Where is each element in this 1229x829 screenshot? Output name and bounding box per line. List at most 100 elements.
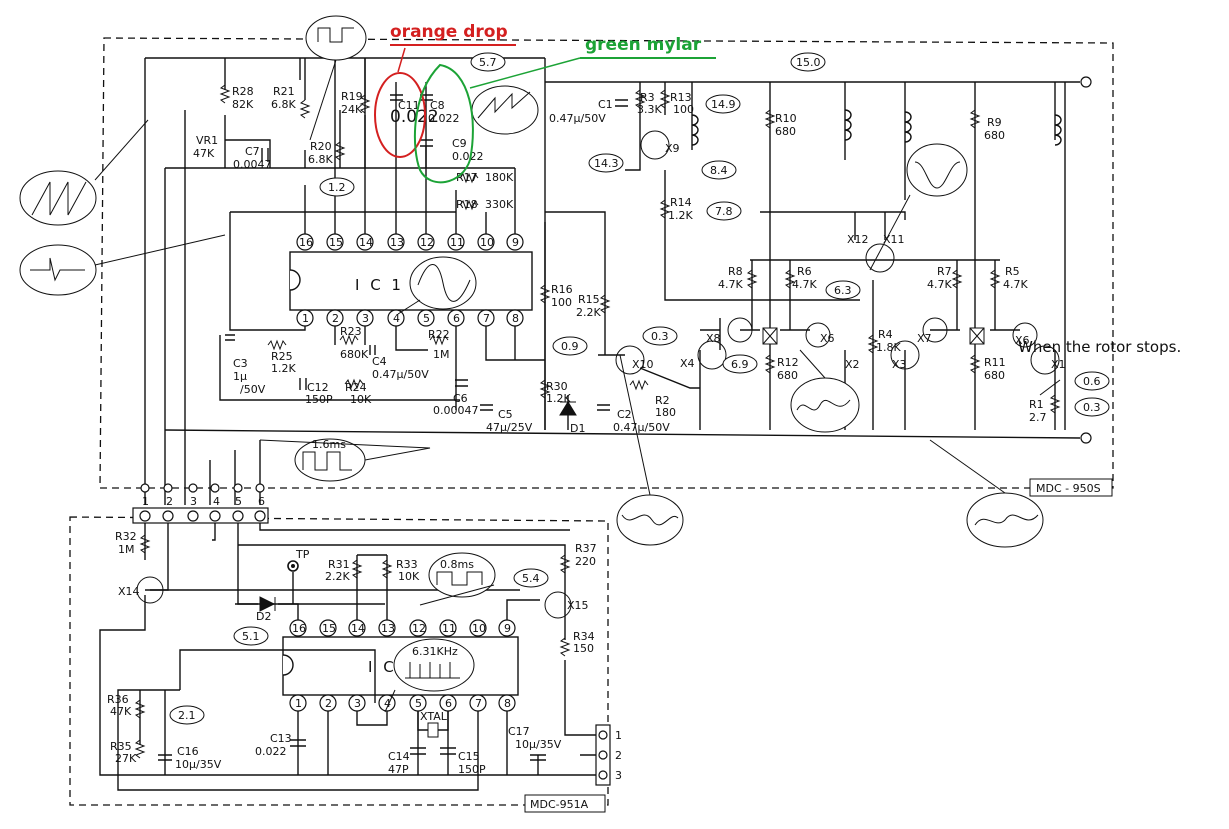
svg-text:R18: R18 bbox=[456, 198, 478, 211]
svg-text:10: 10 bbox=[472, 622, 486, 635]
transistor-x15 bbox=[544, 591, 572, 619]
svg-text:5: 5 bbox=[423, 312, 430, 325]
capacitors-lower bbox=[158, 739, 546, 761]
svg-text:14: 14 bbox=[359, 236, 373, 249]
pointer-lines bbox=[94, 59, 1061, 713]
svg-text:0.47μ/50V: 0.47μ/50V bbox=[613, 421, 670, 434]
svg-text:0.47μ/50V: 0.47μ/50V bbox=[372, 368, 429, 381]
resistors-lower bbox=[134, 534, 571, 759]
voltage-5.4: 5.4 bbox=[522, 572, 540, 585]
svg-text:100: 100 bbox=[551, 296, 572, 309]
board-label-box-951a bbox=[524, 794, 606, 813]
svg-text:9: 9 bbox=[504, 622, 511, 635]
green-mylar-annotation bbox=[413, 57, 716, 184]
svg-text:X2: X2 bbox=[845, 358, 860, 371]
svg-text:680: 680 bbox=[775, 125, 796, 138]
svg-text:R23: R23 bbox=[340, 325, 362, 338]
svg-text:82K: 82K bbox=[232, 98, 254, 111]
svg-text:14: 14 bbox=[351, 622, 365, 635]
output-stage-wiring bbox=[544, 82, 1056, 430]
svg-text:4.7K: 4.7K bbox=[718, 278, 743, 291]
voltage-5.7: 5.7 bbox=[479, 56, 497, 69]
svg-text:R28: R28 bbox=[232, 85, 254, 98]
resistors-upper bbox=[219, 84, 1061, 414]
svg-text:150: 150 bbox=[573, 642, 594, 655]
svg-text:8: 8 bbox=[512, 312, 519, 325]
svg-text:680: 680 bbox=[984, 369, 1005, 382]
ic1-top-pins: 16 15 14 13 12 11 10 9 bbox=[296, 233, 524, 251]
svg-text:11: 11 bbox=[450, 236, 464, 249]
svg-text:180: 180 bbox=[655, 406, 676, 419]
svg-text:R13: R13 bbox=[670, 91, 692, 104]
voltage-0.9: 0.9 bbox=[561, 340, 579, 353]
svg-text:4.7K: 4.7K bbox=[927, 278, 952, 291]
svg-text:X11: X11 bbox=[883, 233, 905, 246]
svg-text:TP: TP bbox=[295, 548, 310, 561]
svg-text:0.022: 0.022 bbox=[428, 112, 460, 125]
voltage-6.3: 6.3 bbox=[834, 284, 852, 297]
svg-text:R22: R22 bbox=[428, 328, 450, 341]
svg-text:4.7K: 4.7K bbox=[1003, 278, 1028, 291]
svg-text:3: 3 bbox=[362, 312, 369, 325]
ic2-top-pins: 16 15 14 13 12 11 10 9 bbox=[289, 619, 516, 637]
diode-d2 bbox=[259, 596, 276, 612]
svg-text:C11: C11 bbox=[398, 99, 420, 112]
green-mylar-label: green mylar bbox=[585, 35, 702, 55]
waveform-bubbles bbox=[19, 15, 1044, 692]
voltage-0.6: 0.6 bbox=[1083, 375, 1101, 388]
svg-text:3: 3 bbox=[354, 697, 361, 710]
voltage-6.9: 6.9 bbox=[731, 358, 749, 371]
svg-text:1μ: 1μ bbox=[233, 370, 247, 383]
svg-text:X6: X6 bbox=[820, 332, 835, 345]
capacitors-upper bbox=[225, 94, 628, 411]
svg-text:15: 15 bbox=[329, 236, 343, 249]
svg-text:24K: 24K bbox=[341, 103, 363, 116]
svg-text:12: 12 bbox=[420, 236, 434, 249]
ic2-bottom-pins: 1 2 3 4 5 6 7 8 bbox=[289, 694, 516, 712]
svg-text:2.2K: 2.2K bbox=[325, 570, 350, 583]
output-pin-2: 2 bbox=[615, 749, 622, 762]
svg-text:X12: X12 bbox=[847, 233, 869, 246]
svg-text:X14: X14 bbox=[118, 585, 140, 598]
svg-text:10μ/35V: 10μ/35V bbox=[175, 758, 222, 771]
svg-text:5: 5 bbox=[415, 697, 422, 710]
svg-text:R16: R16 bbox=[551, 283, 573, 296]
board-950s-outline bbox=[99, 37, 1114, 489]
svg-text:0.022: 0.022 bbox=[452, 150, 484, 163]
voltage-5.1: 5.1 bbox=[242, 630, 260, 643]
svg-text:10K: 10K bbox=[398, 570, 420, 583]
svg-text:X4: X4 bbox=[680, 357, 695, 370]
svg-text:4: 4 bbox=[384, 697, 391, 710]
svg-text:R15: R15 bbox=[578, 293, 600, 306]
connector-pin-3: 3 bbox=[190, 495, 197, 508]
svg-text:6.8K: 6.8K bbox=[271, 98, 296, 111]
svg-text:15: 15 bbox=[322, 622, 336, 635]
orange-drop-label: orange drop bbox=[390, 22, 508, 42]
svg-text:6: 6 bbox=[453, 312, 460, 325]
svg-text:R1: R1 bbox=[1029, 398, 1044, 411]
svg-text:D1: D1 bbox=[570, 422, 585, 435]
supply-terminal-top bbox=[1080, 76, 1092, 88]
board-label-950s: MDC - 950S bbox=[1036, 482, 1101, 495]
svg-text:X3: X3 bbox=[892, 358, 907, 371]
ic1-bottom-pins: 1 2 3 4 5 6 7 8 bbox=[296, 309, 524, 327]
connector-pin-1: 1 bbox=[142, 495, 149, 508]
svg-text:R24: R24 bbox=[345, 381, 367, 394]
svg-text:680: 680 bbox=[984, 129, 1005, 142]
svg-text:47P: 47P bbox=[388, 763, 409, 776]
svg-text:6: 6 bbox=[445, 697, 452, 710]
svg-text:X8: X8 bbox=[706, 332, 721, 345]
svg-text:C16: C16 bbox=[177, 745, 199, 758]
svg-text:0.00047: 0.00047 bbox=[433, 404, 479, 417]
svg-text:47K: 47K bbox=[110, 705, 132, 718]
transistor-x14 bbox=[136, 576, 164, 604]
svg-text:C6: C6 bbox=[453, 392, 468, 405]
svg-text:27K: 27K bbox=[115, 752, 137, 765]
svg-text:R3: R3 bbox=[640, 91, 655, 104]
svg-text:XTAL: XTAL bbox=[420, 710, 448, 723]
svg-text:0.47μ/50V: 0.47μ/50V bbox=[549, 112, 606, 125]
voltage-0.3-x1: 0.3 bbox=[1083, 401, 1101, 414]
svg-text:C12: C12 bbox=[307, 381, 329, 394]
